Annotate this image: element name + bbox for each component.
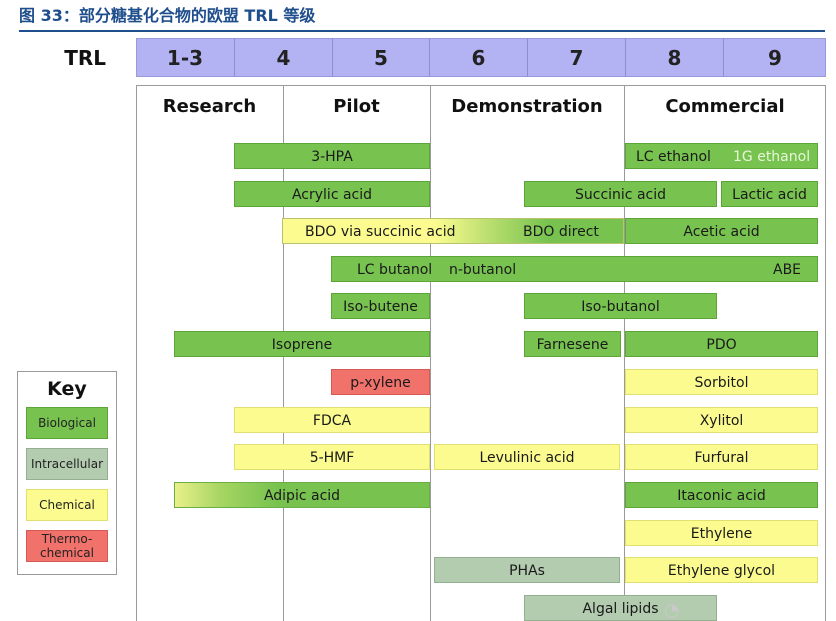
bar-label: Ethylene glycol: [667, 563, 776, 579]
bar-5-hmf: 5-HMF: [234, 444, 430, 470]
bar-label: Acrylic acid: [291, 187, 373, 203]
bar-acrylic-acid: Acrylic acid: [234, 181, 430, 207]
trl-level-6: 6: [429, 38, 527, 77]
bar-sorbitol: Sorbitol: [625, 369, 818, 395]
bar-fdca: FDCA: [234, 407, 430, 433]
stage-divider-pilot-demo: [430, 85, 431, 621]
bar-label: 5-HMF: [309, 450, 355, 466]
bar-label: PDO: [706, 337, 737, 353]
trl-level-4: 4: [234, 38, 332, 77]
bar-lactic-acid: Lactic acid: [721, 181, 818, 207]
bar-label: LC butanol: [357, 262, 433, 278]
bar-label: Levulinic acid: [479, 450, 575, 466]
bar-farnesene: Farnesene: [524, 331, 621, 357]
bar-acetic-acid: Acetic acid: [625, 218, 818, 244]
trl-level-7: 7: [527, 38, 625, 77]
bar-xylitol: Xylitol: [625, 407, 818, 433]
bar-label: 3-HPA: [311, 149, 353, 165]
legend-intracellular: Intracellular: [26, 448, 108, 480]
bar-bdo: BDO via succinic acid BDO direct: [282, 218, 624, 244]
bar-label: Sorbitol: [694, 375, 749, 391]
bar-ethylene-glycol: Ethylene glycol: [625, 557, 818, 583]
bar-label: Algal lipids: [582, 601, 659, 617]
bar-ethanol: LC ethanol 1G ethanol: [625, 143, 818, 169]
bar-label: Succinic acid: [574, 187, 666, 203]
bar-iso-butanol: Iso-butanol: [524, 293, 717, 319]
figure-title: 图 33：部分糖基化合物的欧盟 TRL 等级: [19, 6, 316, 25]
stage-demonstration: Demonstration: [451, 95, 603, 117]
bar-label: Adipic acid: [263, 488, 341, 504]
trl-level-1-3: 1-3: [166, 45, 204, 70]
bar-label: Iso-butanol: [581, 299, 660, 315]
bar-label: n-butanol: [449, 262, 517, 278]
bar-label: FDCA: [312, 413, 352, 429]
trl-level-8: 8: [625, 38, 723, 77]
bar-label: ABE: [773, 262, 802, 278]
trl-axis-label: TRL: [64, 46, 106, 70]
bar-label: Itaconic acid: [677, 488, 766, 504]
stage-divider-demo-commercial: [624, 85, 625, 621]
bar-label: Farnesene: [536, 337, 609, 353]
bar-label: p-xylene: [350, 375, 411, 391]
legend-biological: Biological: [26, 407, 108, 439]
bar-label: Furfural: [694, 450, 749, 466]
bar-itaconic-acid: Itaconic acid: [625, 482, 818, 508]
bar-ethylene: Ethylene: [625, 520, 818, 546]
stage-commercial: Commercial: [665, 95, 785, 117]
bar-label: BDO via succinic acid: [305, 224, 456, 240]
bar-label: Acetic acid: [683, 224, 760, 240]
bar-p-xylene: p-xylene: [331, 369, 430, 395]
bar-3-hpa: 3-HPA: [234, 143, 430, 169]
bar-label: LC ethanol: [636, 149, 711, 165]
stage-pilot: Pilot: [333, 95, 380, 117]
bar-butanol: LC butanol n-butanol ABE: [331, 256, 818, 282]
bar-label: BDO direct: [523, 224, 599, 240]
legend-thermochemical: Thermo- chemical: [26, 530, 108, 562]
bar-label: Lactic acid: [732, 187, 807, 203]
bar-iso-butene: Iso-butene: [331, 293, 430, 319]
bar-pdo: PDO: [625, 331, 818, 357]
watermark-icon: ◔: [664, 600, 680, 621]
trl-scale-bar: [136, 38, 826, 77]
legend-chemical: Chemical: [26, 489, 108, 521]
bar-label: Iso-butene: [343, 299, 418, 315]
bar-succinic-acid: Succinic acid: [524, 181, 717, 207]
bar-phas: PHAs: [434, 557, 620, 583]
bar-label: Xylitol: [699, 413, 744, 429]
bar-label: 1G ethanol: [733, 149, 811, 165]
bar-label: PHAs: [509, 563, 545, 579]
trl-level-9: 9: [723, 38, 826, 77]
bar-label: Ethylene: [690, 526, 753, 542]
title-underline: [19, 30, 825, 32]
bar-levulinic-acid: Levulinic acid: [434, 444, 620, 470]
bar-adipic-acid: Adipic acid: [174, 482, 430, 508]
bar-label: Isoprene: [271, 337, 333, 353]
bar-isoprene: Isoprene: [174, 331, 430, 357]
bar-furfural: Furfural: [625, 444, 818, 470]
legend-title: Key: [47, 378, 87, 400]
trl-level-5: 5: [332, 38, 429, 77]
stage-research: Research: [162, 95, 257, 117]
